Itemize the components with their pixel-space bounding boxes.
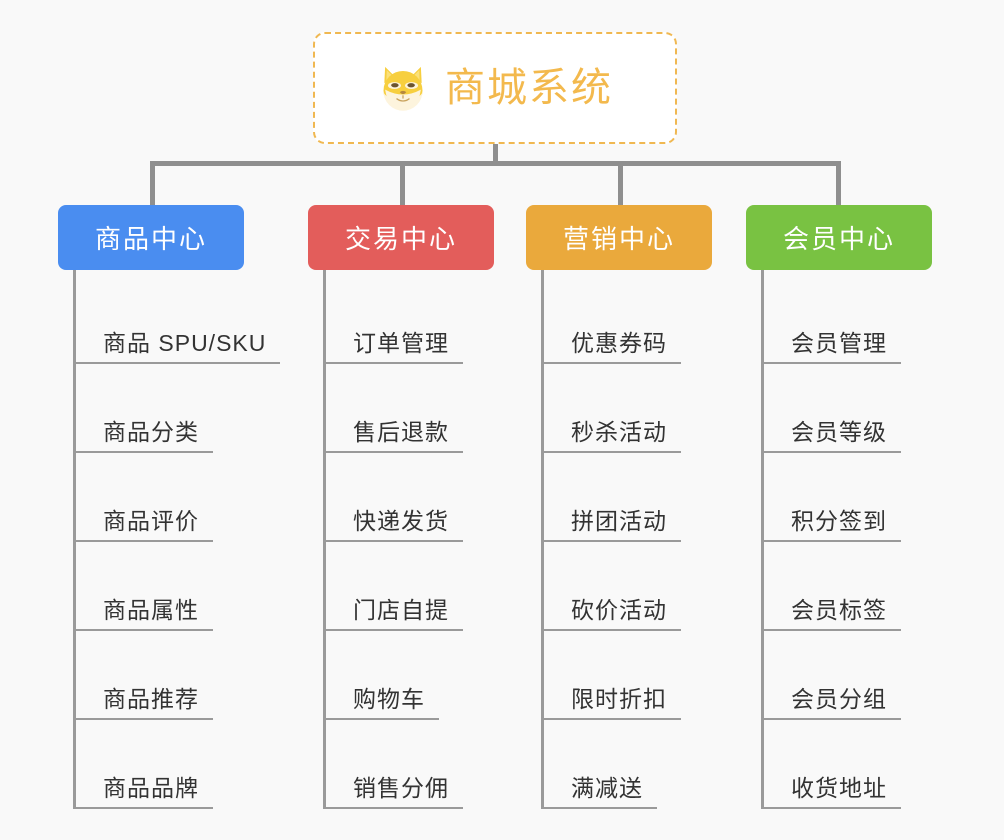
leaf-item-label: 收货地址 xyxy=(791,774,887,801)
leaf-item[interactable]: 优惠券码 xyxy=(541,296,681,364)
leaf-item-label: 会员分组 xyxy=(791,685,887,712)
connector-drop-marketing-center xyxy=(618,161,623,207)
leaf-item-label: 砍价活动 xyxy=(571,596,667,623)
leaf-item-label: 优惠券码 xyxy=(571,329,667,356)
leaf-item[interactable]: 订单管理 xyxy=(323,296,463,364)
leaf-item[interactable]: 砍价活动 xyxy=(541,563,681,631)
category-box-member-center[interactable]: 会员中心 xyxy=(746,205,932,270)
leaf-item[interactable]: 积分签到 xyxy=(761,474,901,542)
leaf-item-label: 商品评价 xyxy=(103,507,199,534)
category-box-product-center[interactable]: 商品中心 xyxy=(58,205,244,270)
leaf-item-label: 商品分类 xyxy=(103,418,199,445)
root-node-mall-system[interactable]: 商城系统 xyxy=(313,32,677,144)
leaf-item-label: 会员标签 xyxy=(791,596,887,623)
leaf-item[interactable]: 会员标签 xyxy=(761,563,901,631)
category-box-trade-center[interactable]: 交易中心 xyxy=(308,205,494,270)
leaf-item-label: 商品属性 xyxy=(103,596,199,623)
leaf-item-label: 购物车 xyxy=(353,685,425,712)
leaf-rail xyxy=(761,270,764,809)
leaf-item-label: 会员等级 xyxy=(791,418,887,445)
connector-root-stem xyxy=(493,144,498,164)
leaf-item-label: 会员管理 xyxy=(791,329,887,356)
leaf-item[interactable]: 会员管理 xyxy=(761,296,901,364)
leaf-item[interactable]: 销售分佣 xyxy=(323,741,463,809)
leaf-item-label: 售后退款 xyxy=(353,418,449,445)
root-node-title: 商城系统 xyxy=(445,66,613,110)
leaf-item[interactable]: 快递发货 xyxy=(323,474,463,542)
connector-horizontal-bus xyxy=(150,161,841,166)
leaf-item-label: 快递发货 xyxy=(353,507,449,534)
leaf-item[interactable]: 拼团活动 xyxy=(541,474,681,542)
shiba-inu-icon xyxy=(383,66,423,111)
leaf-item[interactable]: 满减送 xyxy=(541,741,657,809)
leaf-item[interactable]: 秒杀活动 xyxy=(541,385,681,453)
category-label: 商品中心 xyxy=(94,224,207,254)
leaf-item[interactable]: 门店自提 xyxy=(323,563,463,631)
leaf-item[interactable]: 收货地址 xyxy=(761,741,901,809)
category-label: 会员中心 xyxy=(782,224,895,254)
leaf-item[interactable]: 商品 SPU/SKU xyxy=(73,296,281,364)
leaf-item-label: 满减送 xyxy=(571,774,643,801)
leaf-item-label: 商品 SPU/SKU xyxy=(103,329,267,356)
leaf-item-label: 积分签到 xyxy=(791,507,887,534)
leaf-item[interactable]: 购物车 xyxy=(323,652,439,720)
connector-drop-trade-center xyxy=(400,161,405,207)
leaf-item[interactable]: 限时折扣 xyxy=(541,652,681,720)
leaf-item-label: 销售分佣 xyxy=(353,774,449,801)
leaf-item-label: 拼团活动 xyxy=(571,507,667,534)
leaf-item-label: 商品品牌 xyxy=(103,774,199,801)
category-label: 交易中心 xyxy=(344,224,457,254)
leaf-item[interactable]: 商品推荐 xyxy=(73,652,213,720)
leaf-item-label: 订单管理 xyxy=(353,329,449,356)
leaf-rail xyxy=(73,270,76,809)
leaf-item[interactable]: 商品属性 xyxy=(73,563,213,631)
leaf-item-label: 商品推荐 xyxy=(103,685,199,712)
leaf-item[interactable]: 会员分组 xyxy=(761,652,901,720)
leaf-item-label: 门店自提 xyxy=(353,596,449,623)
leaf-item-label: 限时折扣 xyxy=(571,685,667,712)
leaf-item[interactable]: 商品品牌 xyxy=(73,741,213,809)
leaf-item-label: 秒杀活动 xyxy=(571,418,667,445)
leaf-item[interactable]: 售后退款 xyxy=(323,385,463,453)
leaf-item[interactable]: 商品分类 xyxy=(73,385,213,453)
leaf-item[interactable]: 商品评价 xyxy=(73,474,213,542)
leaf-item[interactable]: 会员等级 xyxy=(761,385,901,453)
leaf-rail xyxy=(323,270,326,809)
category-box-marketing-center[interactable]: 营销中心 xyxy=(526,205,712,270)
category-label: 营销中心 xyxy=(562,224,675,254)
connector-drop-product-center xyxy=(150,161,155,207)
leaf-rail xyxy=(541,270,544,809)
connector-drop-member-center xyxy=(836,161,841,207)
